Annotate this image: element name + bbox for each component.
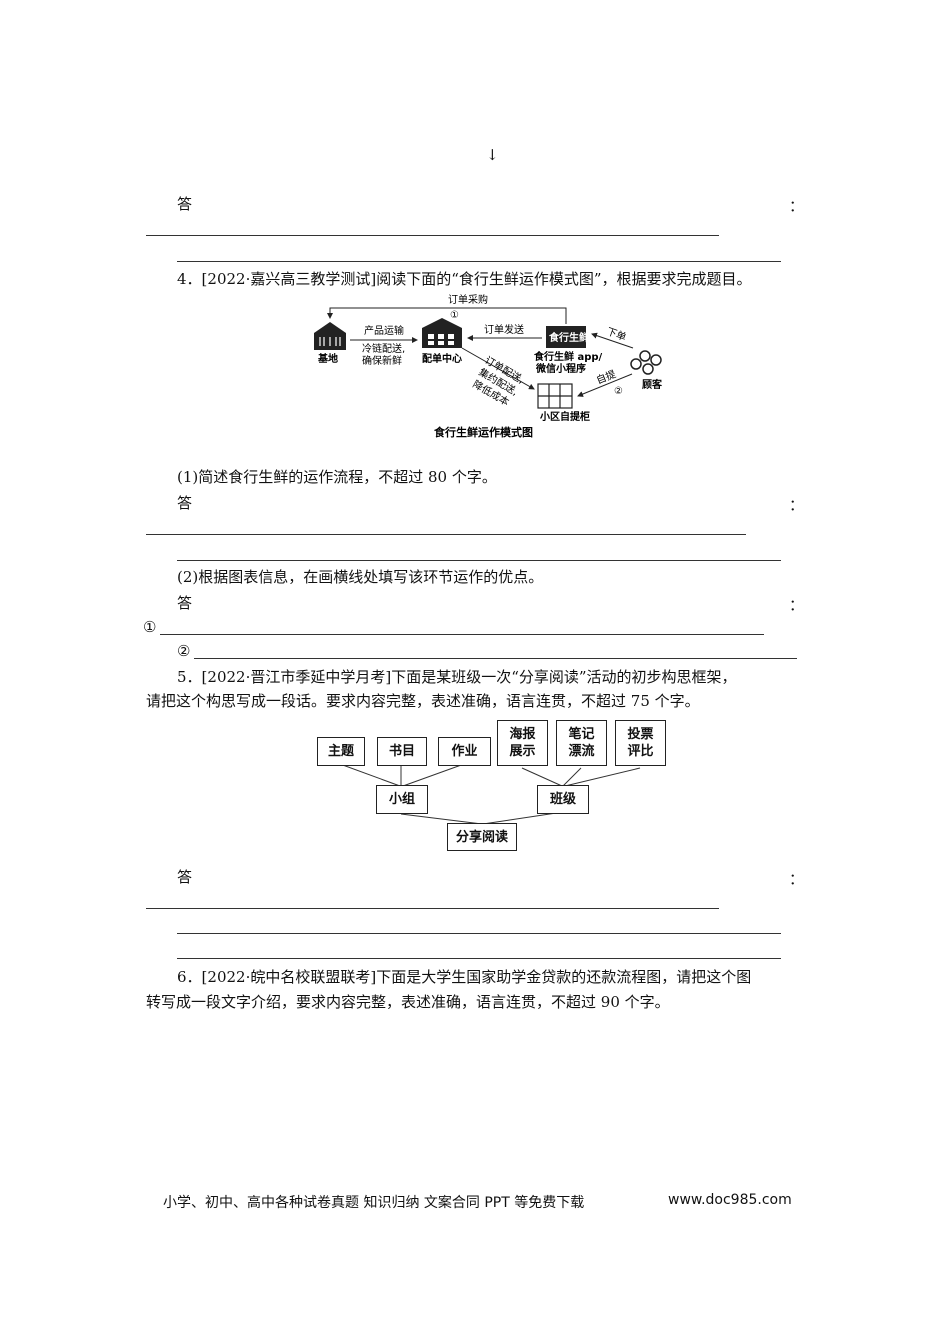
cold-chain-label-1: 冷链配送, xyxy=(362,342,405,355)
distribution-center-icon xyxy=(422,318,462,348)
tree-node-class: 班级 xyxy=(537,785,589,814)
answer-line-2[interactable] xyxy=(194,658,797,659)
answer-line-1[interactable] xyxy=(160,634,764,635)
answer-colon: ： xyxy=(789,197,805,215)
tree-node-theme: 主题 xyxy=(317,737,365,766)
tree-node-homework: 作业 xyxy=(438,737,491,766)
answer-label: 答 xyxy=(177,195,193,213)
question-6-heading-1: 6．[2022·皖中名校联盟联考]下面是大学生国家助学金贷款的还款流程图，请把这… xyxy=(177,968,752,986)
tree-node-notes: 笔记 漂流 xyxy=(556,720,607,766)
question-4-sub-1: (1)简述食行生鲜的运作流程，不超过 80 个字。 xyxy=(177,468,497,486)
vote-line-2: 评比 xyxy=(627,744,654,759)
app-label-2: 微信小程序 xyxy=(535,362,586,375)
blank-mark-2: ② xyxy=(177,642,191,660)
answer-colon: ： xyxy=(789,596,805,614)
question-6-heading-2: 转写成一段文字介绍，要求内容完整，表述准确，语言连贯，不超过 90 个字。 xyxy=(146,993,670,1011)
answer-line[interactable] xyxy=(177,261,781,262)
answer-line[interactable] xyxy=(146,235,719,236)
order-purchase-label: 订单采购 xyxy=(448,293,488,306)
question-4-heading: 4．[2022·嘉兴高三教学测试]阅读下面的“食行生鲜运作模式图”，根据要求完成… xyxy=(177,270,752,288)
question-5-heading-1: 5．[2022·晋江市季延中学月考]下面是某班级一次“分享阅读”活动的初步构思框… xyxy=(177,668,737,686)
food-fresh-model-diagram: 订单采购 ① 产品运输 冷链配送, 确保新鲜 订单发送 订单配送, 集约配送, … xyxy=(314,293,663,439)
answer-line[interactable] xyxy=(177,560,781,561)
poster-line-1: 海报 xyxy=(509,727,536,742)
app-logo-icon xyxy=(546,326,586,348)
circle-2-label: ② xyxy=(614,386,623,397)
question-5-heading-2: 请把这个构思写成一段话。要求内容完整，表述准确，语言连贯，不超过 75 个字。 xyxy=(146,692,700,710)
customers-icon xyxy=(630,350,662,375)
answer-label: 答 xyxy=(177,494,193,512)
tree-node-vote: 投票 评比 xyxy=(615,720,666,766)
self-pick-label: 自提 xyxy=(594,367,617,387)
footer-website-link[interactable]: www.doc985.com xyxy=(668,1192,792,1208)
answer-colon: ： xyxy=(789,870,805,888)
transport-label: 产品运输 xyxy=(364,324,404,337)
app-label-1: 食行生鲜 app/ xyxy=(533,350,603,363)
question-4-sub-2: (2)根据图表信息，在画横线处填写该环节运作的优点。 xyxy=(177,568,544,586)
circle-1-label: ① xyxy=(450,310,459,321)
answer-label: 答 xyxy=(177,868,193,886)
answer-line[interactable] xyxy=(177,933,781,934)
vote-line-1: 投票 xyxy=(627,727,654,742)
answer-line[interactable] xyxy=(177,958,781,959)
app-logo-text: 食行生鲜 xyxy=(548,331,589,344)
customer-label: 顾客 xyxy=(642,378,663,391)
tree-node-book: 书目 xyxy=(377,737,427,766)
notes-line-1: 笔记 xyxy=(568,727,595,742)
tree-node-poster: 海报 展示 xyxy=(497,720,548,766)
footer-left-text: 小学、初中、高中各种试卷真题 知识归纳 文案合同 PPT 等免费下载 xyxy=(163,1195,585,1211)
down-arrow-icon: ↓ xyxy=(486,146,499,164)
center-label: 配单中心 xyxy=(422,352,462,365)
blank-mark-1: ① xyxy=(143,618,157,636)
cold-chain-label-2: 确保新鲜 xyxy=(362,354,402,367)
answer-colon: ： xyxy=(789,496,805,514)
tree-node-root: 分享阅读 xyxy=(447,823,517,851)
locker-label: 小区自提柜 xyxy=(539,410,590,423)
answer-line[interactable] xyxy=(146,908,719,909)
poster-line-2: 展示 xyxy=(509,744,536,759)
base-label: 基地 xyxy=(317,352,338,365)
answer-label: 答 xyxy=(177,594,193,612)
order-send-label: 订单发送 xyxy=(484,323,524,336)
notes-line-2: 漂流 xyxy=(568,744,595,759)
tree-node-group: 小组 xyxy=(376,785,428,814)
place-order-label: 下单 xyxy=(605,326,628,344)
diagram-caption: 食行生鲜运作模式图 xyxy=(434,425,533,439)
tree-connectors xyxy=(339,763,641,825)
locker-icon xyxy=(537,383,573,409)
farm-base-icon xyxy=(314,322,346,350)
answer-line[interactable] xyxy=(146,534,746,535)
